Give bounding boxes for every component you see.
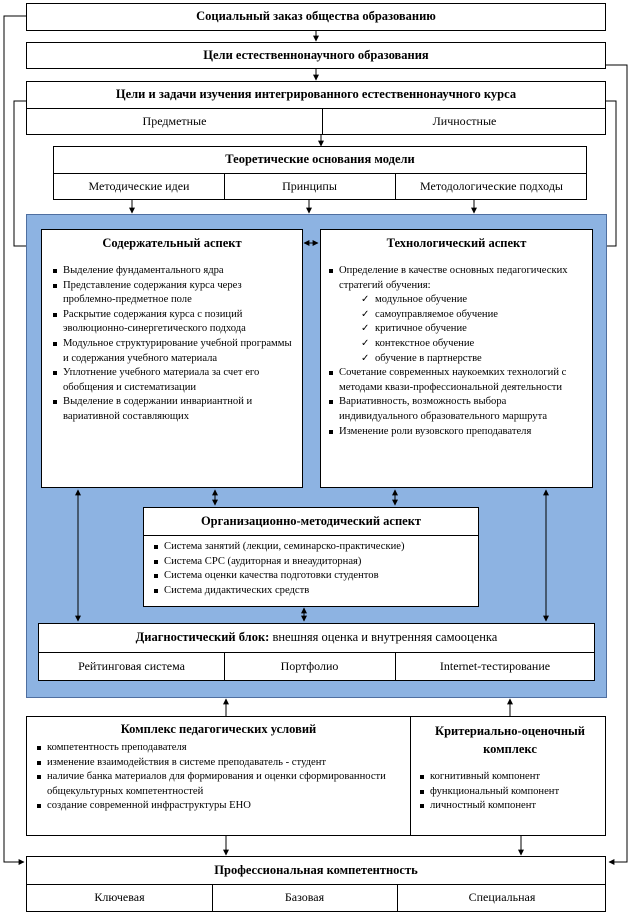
content-aspect-item: Представление содержания курса через про… [51,279,296,308]
diagnostic-cell-rating: Рейтинговая система [78,659,185,673]
strategies-list: модульное обучение самоуправляемое обуче… [339,293,586,366]
org-aspect-box: Организационно-методический аспект Систе… [143,507,479,607]
tech-aspect-intro: Определение в качестве основных педагоги… [339,265,568,291]
tech-aspect-item: Изменение роли вузовского преподавателя [327,425,586,440]
content-aspect-box: Содержательный аспект Выделение фундамен… [41,229,303,488]
competence-cell-special: Специальная [468,890,536,904]
competence-title: Профессиональная компетентность [214,863,418,877]
condition-item: наличие банка материалов для формировани… [35,770,405,799]
diagnostic-title: Диагностический блок: внешняя оценка и в… [39,630,594,645]
course-goals-title: Цели и задачи изучения интегрированного … [115,87,517,101]
diagnostic-title-bold: Диагностический блок: [135,630,270,644]
goals-box: Цели естественнонаучного образования [26,42,606,69]
strategy-item: контекстное обучение [361,337,586,352]
criteria-list: когнитивный компонент функциональный ком… [418,770,603,814]
condition-item: изменение взаимодействия в системе препо… [35,756,405,771]
conditions-list: компетентность преподавателя изменение в… [35,741,405,814]
org-aspect-list: Система занятий (лекции, семинарско-прак… [152,540,474,598]
diagnostic-cell-portfolio: Портфолио [280,659,339,673]
goals-title: Цели естественнонаучного образования [203,48,429,62]
tech-aspect-strategies-item: Определение в качестве основных педагоги… [327,264,586,366]
tech-aspect-title: Технологический аспект [386,236,527,250]
content-aspect-item: Раскрытие содержания курса с позиций эво… [51,308,296,337]
theory-title: Теоретические основания модели [225,152,415,166]
theory-cell-approaches: Методологические подходы [420,179,563,193]
theory-box: Теоретические основания модели Методичес… [53,146,587,200]
competence-box: Профессиональная компетентность Ключевая… [26,856,606,912]
tech-aspect-list: Определение в качестве основных педагоги… [327,264,586,439]
content-aspect-item: Модульное структурирование учебной прогр… [51,337,296,366]
org-aspect-item: Система оценки качества подготовки студе… [152,569,474,584]
conditions-title: Комплекс педагогических условий [120,722,317,736]
theory-cell-principles: Принципы [282,179,337,193]
diagnostic-box: Диагностический блок: внешняя оценка и в… [38,623,595,681]
conditions-criteria-box: Комплекс педагогических условий компетен… [26,716,606,836]
tech-aspect-item: Вариативность, возможность выбора индиви… [327,395,586,424]
strategy-item: критичное обучение [361,322,586,337]
course-goals-box: Цели и задачи изучения интегрированного … [26,81,606,135]
course-goals-cell-subject: Предметные [142,114,207,128]
condition-item: создание современной инфраструктуры ЕНО [35,799,405,814]
diagnostic-cell-internet: Internet-тестирование [439,659,551,673]
org-aspect-item: Система СРС (аудиторная и внеаудиторная) [152,555,474,570]
content-aspect-item: Выделение фундаментального ядра [51,264,296,279]
course-goals-cell-personal: Личностные [432,114,497,128]
org-aspect-item: Система занятий (лекции, семинарско-прак… [152,540,474,555]
left-outer-connector [3,15,26,865]
social-order-title: Социальный заказ общества образованию [196,9,436,23]
strategy-item: обучение в партнерстве [361,352,586,367]
criteria-item: когнитивный компонент [418,770,603,785]
criteria-item: функциональный компонент [418,785,603,800]
org-aspect-title: Организационно-методический аспект [200,514,422,528]
content-aspect-item: Выделение в содержании инвариантной и ва… [51,395,296,424]
competence-cell-basic: Базовая [284,890,325,904]
theory-cell-ideas: Методические идеи [88,179,190,193]
social-order-box: Социальный заказ общества образованию [26,3,606,31]
criteria-item: личностный компонент [418,799,603,814]
content-aspect-list: Выделение фундаментального ядра Представ… [51,264,296,425]
org-aspect-item: Система дидактических средств [152,584,474,599]
condition-item: компетентность преподавателя [35,741,405,756]
content-aspect-item: Уплотнение учебного материала за счет ег… [51,366,296,395]
tech-aspect-box: Технологический аспект Определение в кач… [320,229,593,488]
criteria-title: Критериально-оценочный комплекс [435,724,585,756]
right-outer-connector [606,64,628,865]
strategy-item: самоуправляемое обучение [361,308,586,323]
tech-aspect-item: Сочетание современных наукоемких техноло… [327,366,586,395]
competence-cell-key: Ключевая [94,890,145,904]
strategy-item: модульное обучение [361,293,586,308]
content-aspect-title: Содержательный аспект [102,236,242,250]
diagnostic-title-rest: внешняя оценка и внутренняя самооценка [269,630,498,644]
